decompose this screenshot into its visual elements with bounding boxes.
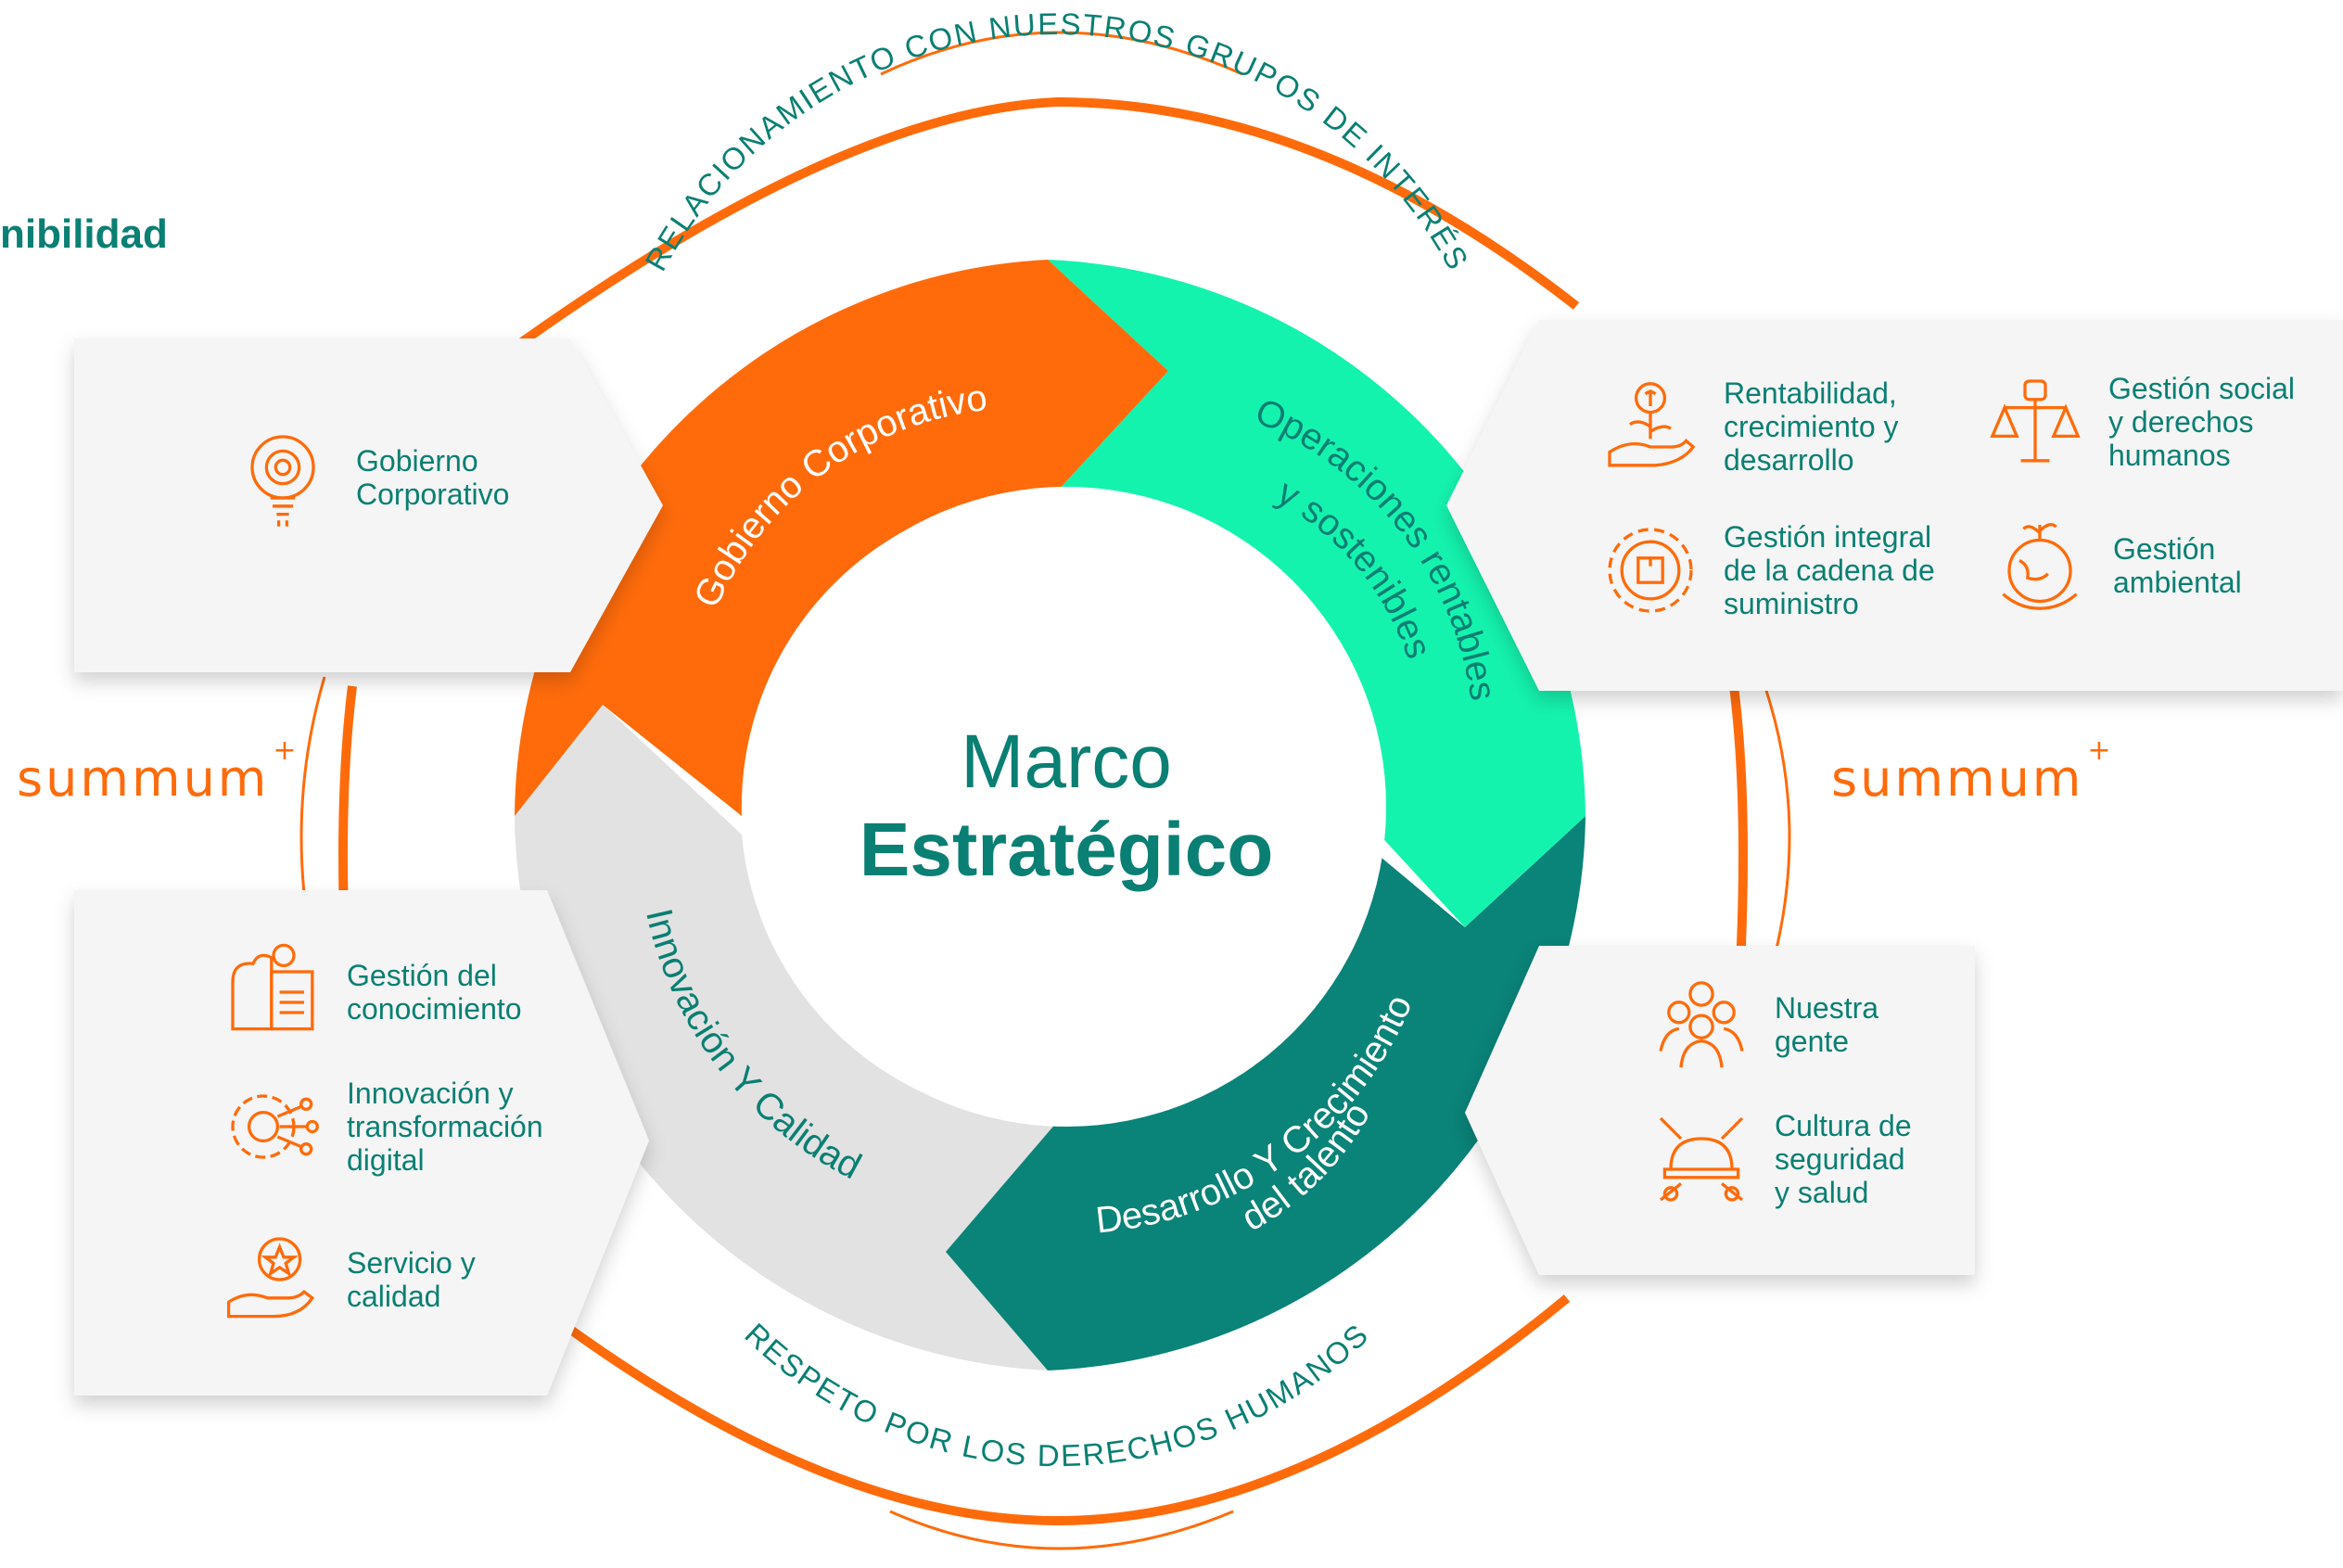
panel-top-right xyxy=(1446,320,2343,691)
section-heading: nibilidad xyxy=(0,211,168,257)
gear-lightbulb-icon xyxy=(250,435,315,527)
center-title-line2: Estratégico xyxy=(859,808,1274,892)
item-label: Innovación y transformación digital xyxy=(347,1077,543,1177)
item-label: Gestión del conocimiento xyxy=(347,959,522,1026)
money-plant-hand-icon xyxy=(1608,382,1696,467)
brain-book-bulb-icon xyxy=(231,943,314,1031)
digital-gear-icon xyxy=(231,1094,319,1159)
brand-logo-right: summum+ xyxy=(1831,734,2111,808)
segment-operaciones xyxy=(1048,260,1585,927)
list-item-nuestra-gente: Nuestra gente xyxy=(1650,974,1878,1076)
panel-bottom-left xyxy=(74,890,649,1396)
brand-plus: + xyxy=(2087,734,2114,767)
list-item-gestion-social: Gestión social y derechos humanos xyxy=(1984,371,2295,473)
list-item-innovacion: Innovación y transformación digital xyxy=(223,1076,543,1178)
list-item-servicio: Servicio y calidad xyxy=(223,1229,476,1331)
brand-name: summum xyxy=(1831,749,2084,808)
center-circle xyxy=(746,487,1386,1127)
brand-name: summum xyxy=(17,749,270,808)
item-label: Gestión integral de la cadena de suminis… xyxy=(1724,520,1935,620)
list-item-cadena-suministro: Gestión integral de la cadena de suminis… xyxy=(1599,519,1935,621)
segment-innovacion-calidad xyxy=(515,705,1057,1370)
list-item-seguridad: Cultura de seguridad y salud xyxy=(1650,1108,1912,1210)
panel-bottom-right xyxy=(1465,946,1975,1275)
supply-chain-gear-icon xyxy=(1608,528,1693,613)
segment-desarrollo-talento xyxy=(946,816,1585,1370)
outer-orange-rings xyxy=(299,31,1791,1550)
team-people-icon xyxy=(1659,981,1744,1068)
list-item-gobierno: Gobierno Corporativo xyxy=(232,427,509,529)
list-item-rentabilidad: Rentabilidad, crecimiento y desarrollo xyxy=(1599,376,1899,478)
item-label: Gestión ambiental xyxy=(2113,532,2242,599)
earth-hands-plant-icon xyxy=(2002,523,2078,610)
brand-logo-left: summum+ xyxy=(17,734,297,808)
panel-top-left xyxy=(74,338,663,672)
brand-plus: + xyxy=(273,734,299,767)
justice-scale-fist-icon xyxy=(1990,379,2081,463)
item-label: Servicio y calidad xyxy=(347,1246,476,1313)
item-label: Gobierno Corporativo xyxy=(356,444,510,511)
item-label: Cultura de seguridad y salud xyxy=(1775,1109,1912,1209)
item-label: Rentabilidad, crecimiento y desarrollo xyxy=(1724,376,1899,477)
safety-helmet-tools-icon xyxy=(1659,1116,1744,1202)
segment-gobierno xyxy=(515,260,1168,816)
item-label: Gestión social y derechos humanos xyxy=(2108,372,2295,472)
list-item-gestion-ambiental: Gestión ambiental xyxy=(1989,515,2242,617)
list-item-conocimiento: Gestión del conocimiento xyxy=(223,941,522,1043)
center-title-line1: Marco xyxy=(961,720,1172,804)
star-hand-icon xyxy=(226,1237,315,1319)
item-label: Nuestra gente xyxy=(1775,991,1879,1058)
